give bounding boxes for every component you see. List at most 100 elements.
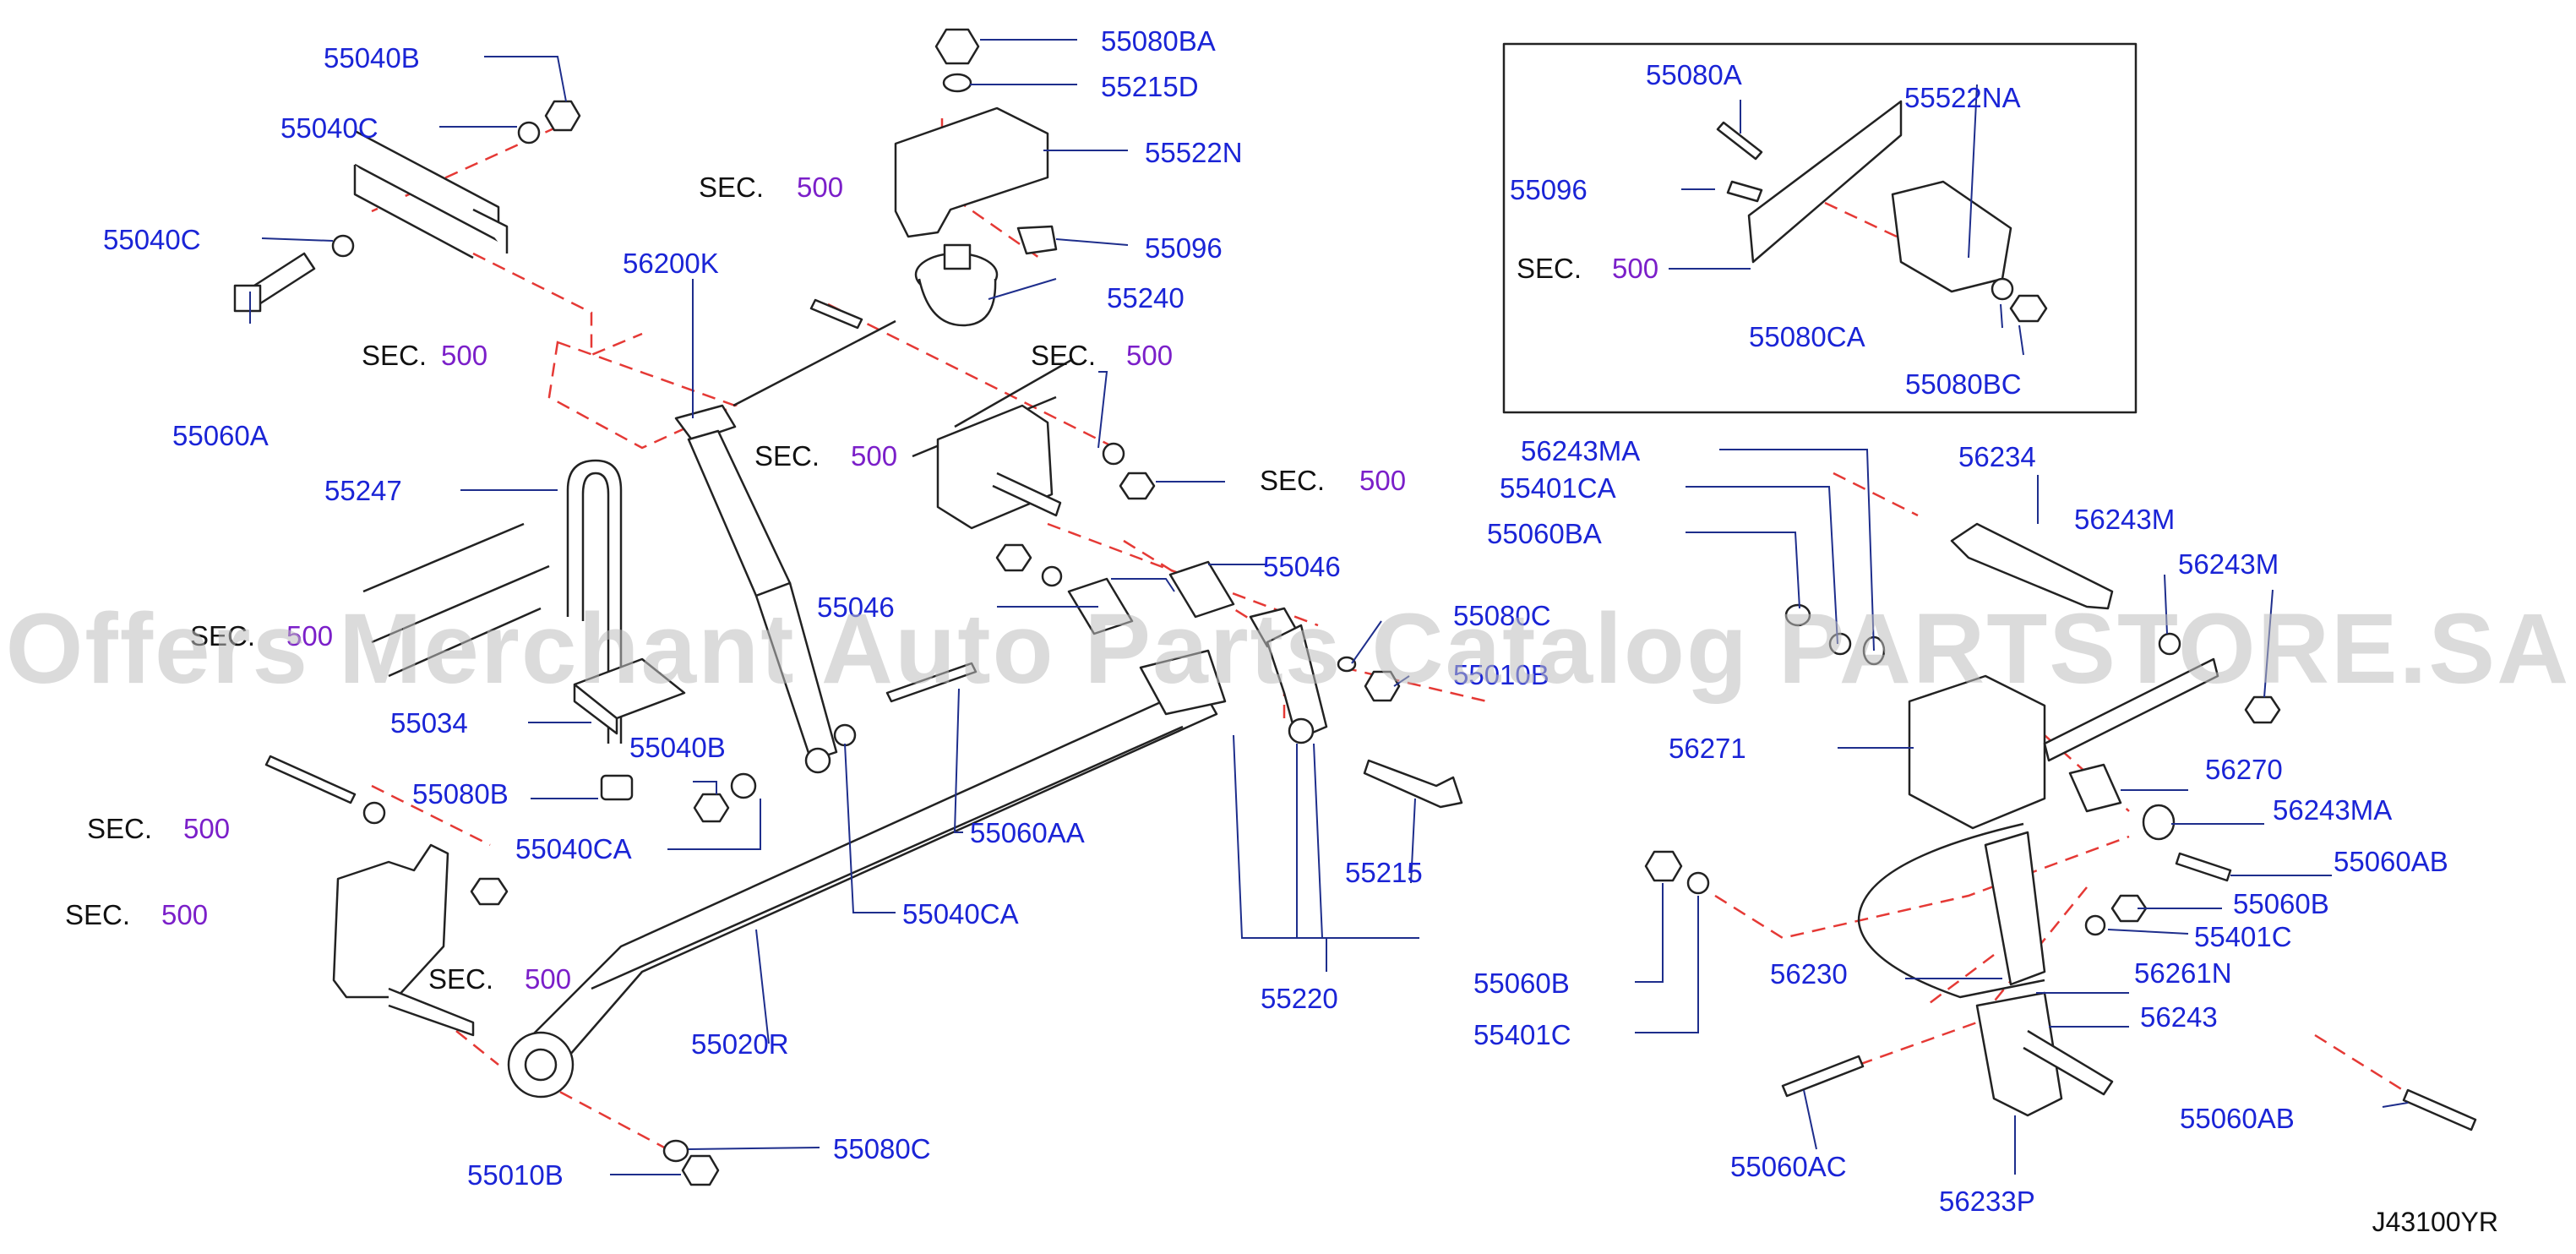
bushing-56243ma bbox=[2142, 804, 2176, 841]
part-label[interactable]: 55401CA bbox=[1500, 472, 1616, 504]
washer-55080c bbox=[1337, 656, 1357, 673]
part-label[interactable]: 55080C bbox=[1453, 600, 1551, 631]
part-label[interactable]: 55060A bbox=[172, 420, 269, 451]
inset-nut-55080bc bbox=[2009, 294, 2048, 323]
section-references: SEC. 500 SEC. 500 SEC. 500 SEC. 500 SEC.… bbox=[65, 172, 1658, 995]
part-label[interactable]: 55060B bbox=[2233, 888, 2329, 919]
inset-bolt-55096 bbox=[1726, 180, 1763, 203]
cradle-56233p bbox=[1975, 831, 2114, 1117]
part-label[interactable]: 55010B bbox=[467, 1159, 564, 1191]
part-label[interactable]: 55046 bbox=[1263, 551, 1341, 582]
part-label[interactable]: 55040CA bbox=[515, 833, 632, 864]
washer-55080b-left bbox=[362, 801, 386, 825]
nut-55040b-lower bbox=[693, 793, 730, 823]
sec-word: SEC. bbox=[754, 440, 820, 472]
part-label[interactable]: 56234 bbox=[1958, 441, 2036, 472]
part-label[interactable]: 55522N bbox=[1145, 137, 1243, 168]
part-label[interactable]: 55080BA bbox=[1101, 25, 1216, 57]
part-label[interactable]: 56243M bbox=[2074, 504, 2175, 535]
part-label[interactable]: 56243M bbox=[2178, 548, 2279, 580]
part-label[interactable]: 55080A bbox=[1646, 59, 1742, 90]
nut-sec500-left bbox=[470, 877, 509, 906]
part-label[interactable]: 55040B bbox=[629, 732, 726, 763]
part-label[interactable]: 55522NA bbox=[1904, 82, 2021, 113]
sec-ref[interactable]: SEC. 500 bbox=[362, 340, 487, 371]
part-label[interactable]: 56233P bbox=[1939, 1186, 2035, 1217]
part-label[interactable]: 55060B bbox=[1473, 968, 1570, 999]
bolt-55060ac bbox=[1781, 1055, 1865, 1098]
part-label[interactable]: 55247 bbox=[324, 475, 402, 506]
sec-ref[interactable]: SEC. 500 bbox=[1031, 340, 1173, 371]
part-label[interactable]: 55220 bbox=[1261, 983, 1338, 1014]
nut-55060b-right bbox=[2110, 894, 2148, 923]
part-label[interactable]: 55215 bbox=[1345, 857, 1423, 888]
part-label[interactable]: 55080B bbox=[412, 778, 509, 810]
washer-55401c-right bbox=[2084, 914, 2106, 936]
part-label[interactable]: 56243 bbox=[2140, 1001, 2218, 1033]
part-label[interactable]: 55096 bbox=[1510, 174, 1588, 205]
sec-ref[interactable]: SEC. 500 bbox=[65, 899, 208, 930]
part-label[interactable]: 55040B bbox=[324, 42, 420, 74]
frame-rail bbox=[353, 129, 509, 259]
part-label[interactable]: 55060AB bbox=[2180, 1103, 2295, 1134]
sec-number: 500 bbox=[797, 172, 843, 203]
bolt-55060ab-lower bbox=[2402, 1088, 2477, 1131]
shock-absorber-56200k bbox=[674, 404, 838, 774]
bushing-55060ba bbox=[1784, 603, 1811, 627]
sec-ref[interactable]: SEC. 500 bbox=[754, 440, 897, 472]
sec-word: SEC. bbox=[1260, 465, 1325, 496]
sec-number: 500 bbox=[525, 963, 571, 995]
clamp-plate-55034 bbox=[573, 657, 686, 735]
frame-56230 bbox=[1857, 822, 2045, 999]
part-label[interactable]: 55080C bbox=[833, 1133, 931, 1164]
inset-frame-bracket bbox=[1747, 100, 1903, 264]
part-label[interactable]: 55060AA bbox=[970, 817, 1085, 848]
part-label[interactable]: 56200K bbox=[623, 248, 719, 279]
sec-ref[interactable]: SEC. 500 bbox=[428, 963, 571, 995]
part-label[interactable]: 55080CA bbox=[1749, 321, 1865, 352]
part-label[interactable]: 55060AC bbox=[1730, 1151, 1847, 1182]
part-label[interactable]: 55240 bbox=[1107, 282, 1185, 314]
sec-ref[interactable]: SEC. 500 bbox=[1517, 253, 1658, 284]
bolt-55096 bbox=[1016, 225, 1058, 255]
sec-word: SEC. bbox=[190, 620, 255, 652]
nut-55080b bbox=[600, 774, 634, 801]
part-label[interactable]: 55020R bbox=[691, 1028, 789, 1060]
part-label[interactable]: 55215D bbox=[1101, 71, 1199, 102]
part-label[interactable]: 55034 bbox=[390, 707, 468, 739]
nut-upper-right bbox=[1119, 472, 1156, 500]
part-label[interactable]: 56230 bbox=[1770, 958, 1848, 990]
washer-upper-right bbox=[1102, 442, 1125, 466]
part-label[interactable]: 55010B bbox=[1453, 659, 1549, 690]
part-label[interactable]: 56243MA bbox=[2273, 794, 2392, 826]
sec-ref[interactable]: SEC. 500 bbox=[699, 172, 843, 203]
part-label[interactable]: 56271 bbox=[1669, 733, 1746, 764]
part-label[interactable]: 55060BA bbox=[1487, 518, 1602, 549]
sec-ref[interactable]: SEC. 500 bbox=[190, 620, 333, 652]
inset-bracket-55522na bbox=[1891, 180, 2012, 293]
part-drawings bbox=[233, 28, 2477, 1186]
inset-washer-55080ca bbox=[1991, 277, 2014, 301]
sec-ref[interactable]: SEC. 500 bbox=[87, 813, 230, 844]
part-label[interactable]: 55060AB bbox=[2334, 846, 2448, 877]
part-label[interactable]: 56270 bbox=[2205, 754, 2283, 785]
part-label[interactable]: 55096 bbox=[1145, 232, 1223, 264]
sec-word: SEC. bbox=[1031, 340, 1096, 371]
bushing-55040ca bbox=[833, 723, 857, 747]
nut-near-bushing bbox=[995, 543, 1032, 572]
rear-hanger-plate bbox=[936, 404, 1062, 530]
part-label[interactable]: 56243MA bbox=[1521, 435, 1640, 466]
part-label[interactable]: 56261N bbox=[2134, 957, 2232, 989]
part-label[interactable]: 55040CA bbox=[902, 898, 1019, 930]
part-label[interactable]: 55401C bbox=[1473, 1019, 1571, 1050]
part-label[interactable]: 55040C bbox=[280, 112, 379, 144]
part-label[interactable]: 55080BC bbox=[1905, 368, 2022, 400]
sec-word: SEC. bbox=[362, 340, 427, 371]
sec-ref[interactable]: SEC. 500 bbox=[1260, 465, 1406, 496]
part-label[interactable]: 55046 bbox=[817, 592, 895, 623]
part-label[interactable]: 55401C bbox=[2194, 921, 2292, 952]
part-label[interactable]: 55040C bbox=[103, 224, 201, 255]
center-bolt-55060aa bbox=[885, 662, 978, 703]
sec-word: SEC. bbox=[428, 963, 493, 995]
